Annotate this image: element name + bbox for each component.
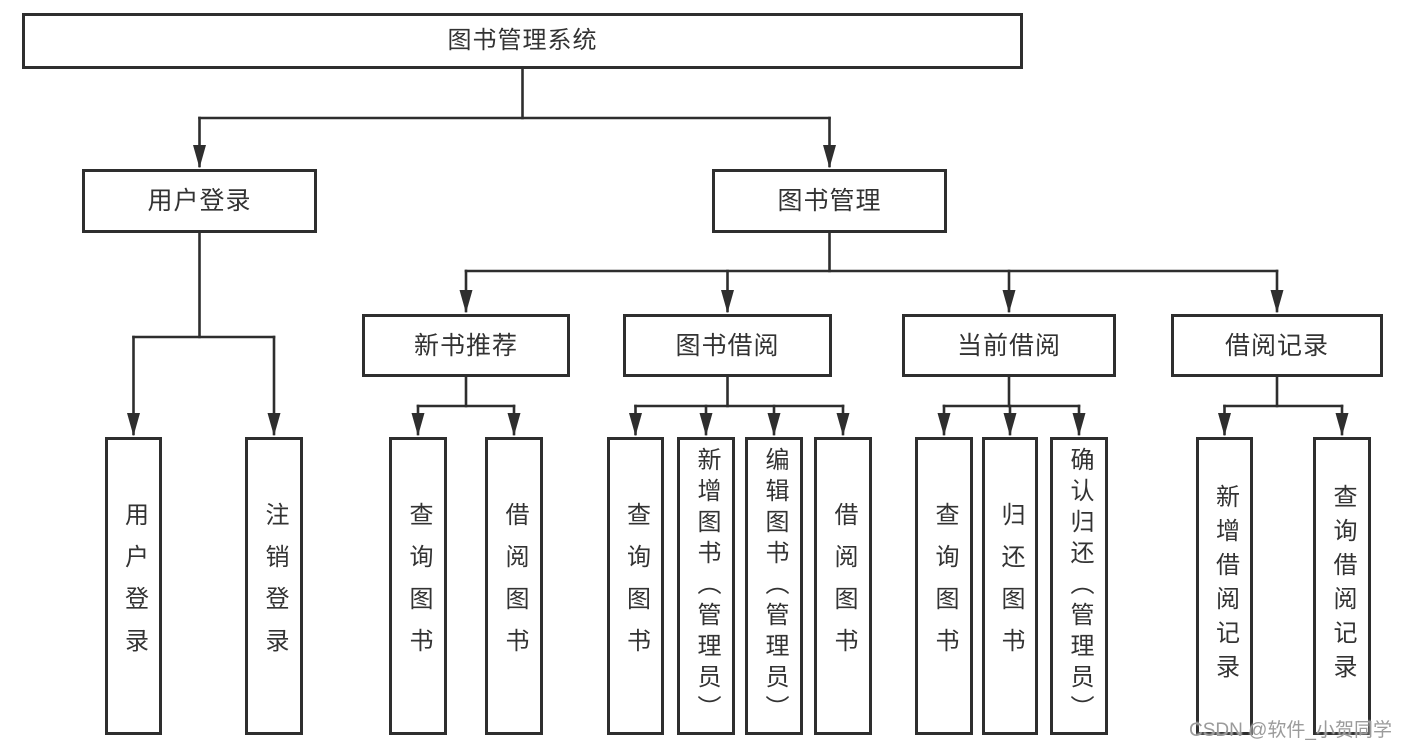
node-leaf-borrow-book-2: 借阅图书 [814, 437, 872, 735]
node-label-user-login: 用户登录 [147, 187, 252, 215]
node-label-leaf-logout: 注销登录 [261, 502, 288, 670]
node-leaf-query-borrow-record: 查询借阅记录 [1313, 437, 1371, 735]
arrowhead-icon [1218, 413, 1231, 436]
arrowhead-icon [127, 413, 140, 436]
arrowhead-icon [721, 290, 734, 313]
arrowhead-icon [767, 413, 781, 436]
arrowhead-icon [836, 413, 850, 436]
node-borrowing-records: 借阅记录 [1171, 314, 1383, 377]
node-label-leaf-confirm-return: 确认归还（管理员） [1066, 446, 1093, 726]
node-leaf-logout: 注销登录 [245, 437, 303, 735]
node-book-borrowing: 图书借阅 [623, 314, 832, 377]
node-label-leaf-query-borrow-record: 查询借阅记录 [1329, 484, 1356, 688]
arrowhead-icon [1335, 413, 1349, 436]
node-label-leaf-borrow-book-1: 借阅图书 [501, 502, 528, 670]
node-leaf-confirm-return: 确认归还（管理员） [1050, 437, 1108, 735]
arrowhead-icon [823, 145, 836, 168]
node-label-system-root: 图书管理系统 [447, 26, 598, 54]
node-label-leaf-return-book: 归还图书 [997, 502, 1024, 670]
watermark: CSDN @软件_小贺同学 [1189, 720, 1392, 741]
arrowhead-icon [411, 413, 425, 436]
arrowhead-icon [1270, 290, 1284, 313]
node-label-leaf-add-book-admin: 新增图书（管理员） [693, 446, 720, 726]
node-label-leaf-query-book-1: 查询图书 [405, 502, 432, 670]
node-label-leaf-edit-book-admin: 编辑图书（管理员） [761, 446, 788, 726]
node-current-borrowing: 当前借阅 [902, 314, 1116, 377]
node-leaf-query-book-2: 查询图书 [607, 437, 664, 735]
node-user-login: 用户登录 [82, 169, 317, 233]
node-leaf-add-borrow-record: 新增借阅记录 [1196, 437, 1253, 735]
arrowhead-icon [459, 290, 473, 313]
arrowhead-icon [193, 145, 206, 168]
node-system-root: 图书管理系统 [22, 13, 1023, 69]
arrowhead-icon [1072, 413, 1086, 436]
node-leaf-query-book-3: 查询图书 [915, 437, 973, 735]
node-book-management: 图书管理 [712, 169, 947, 233]
node-new-book-recommend: 新书推荐 [362, 314, 570, 377]
node-label-new-book-recommend: 新书推荐 [413, 331, 518, 360]
arrowhead-icon [267, 413, 281, 436]
node-label-current-borrowing: 当前借阅 [956, 331, 1061, 360]
node-label-leaf-query-book-3: 查询图书 [931, 502, 958, 670]
node-label-book-management: 图书管理 [777, 187, 882, 215]
node-label-leaf-user-login: 用户登录 [120, 502, 148, 670]
node-leaf-user-login: 用户登录 [105, 437, 162, 735]
node-label-leaf-borrow-book-2: 借阅图书 [830, 502, 857, 670]
arrowhead-icon [1002, 290, 1016, 313]
node-label-borrowing-records: 借阅记录 [1224, 331, 1329, 360]
arrowhead-icon [699, 413, 713, 436]
arrowhead-icon [629, 413, 642, 436]
node-label-leaf-query-book-2: 查询图书 [622, 502, 650, 670]
node-leaf-add-book-admin: 新增图书（管理员） [677, 437, 735, 735]
node-leaf-edit-book-admin: 编辑图书（管理员） [745, 437, 803, 735]
arrowhead-icon [507, 413, 521, 436]
arrowhead-icon [1003, 413, 1017, 436]
node-label-leaf-add-borrow-record: 新增借阅记录 [1211, 484, 1239, 688]
node-leaf-query-book-1: 查询图书 [389, 437, 447, 735]
node-label-book-borrowing: 图书借阅 [675, 331, 780, 360]
node-leaf-return-book: 归还图书 [982, 437, 1038, 735]
node-leaf-borrow-book-1: 借阅图书 [485, 437, 543, 735]
arrowhead-icon [937, 413, 951, 436]
